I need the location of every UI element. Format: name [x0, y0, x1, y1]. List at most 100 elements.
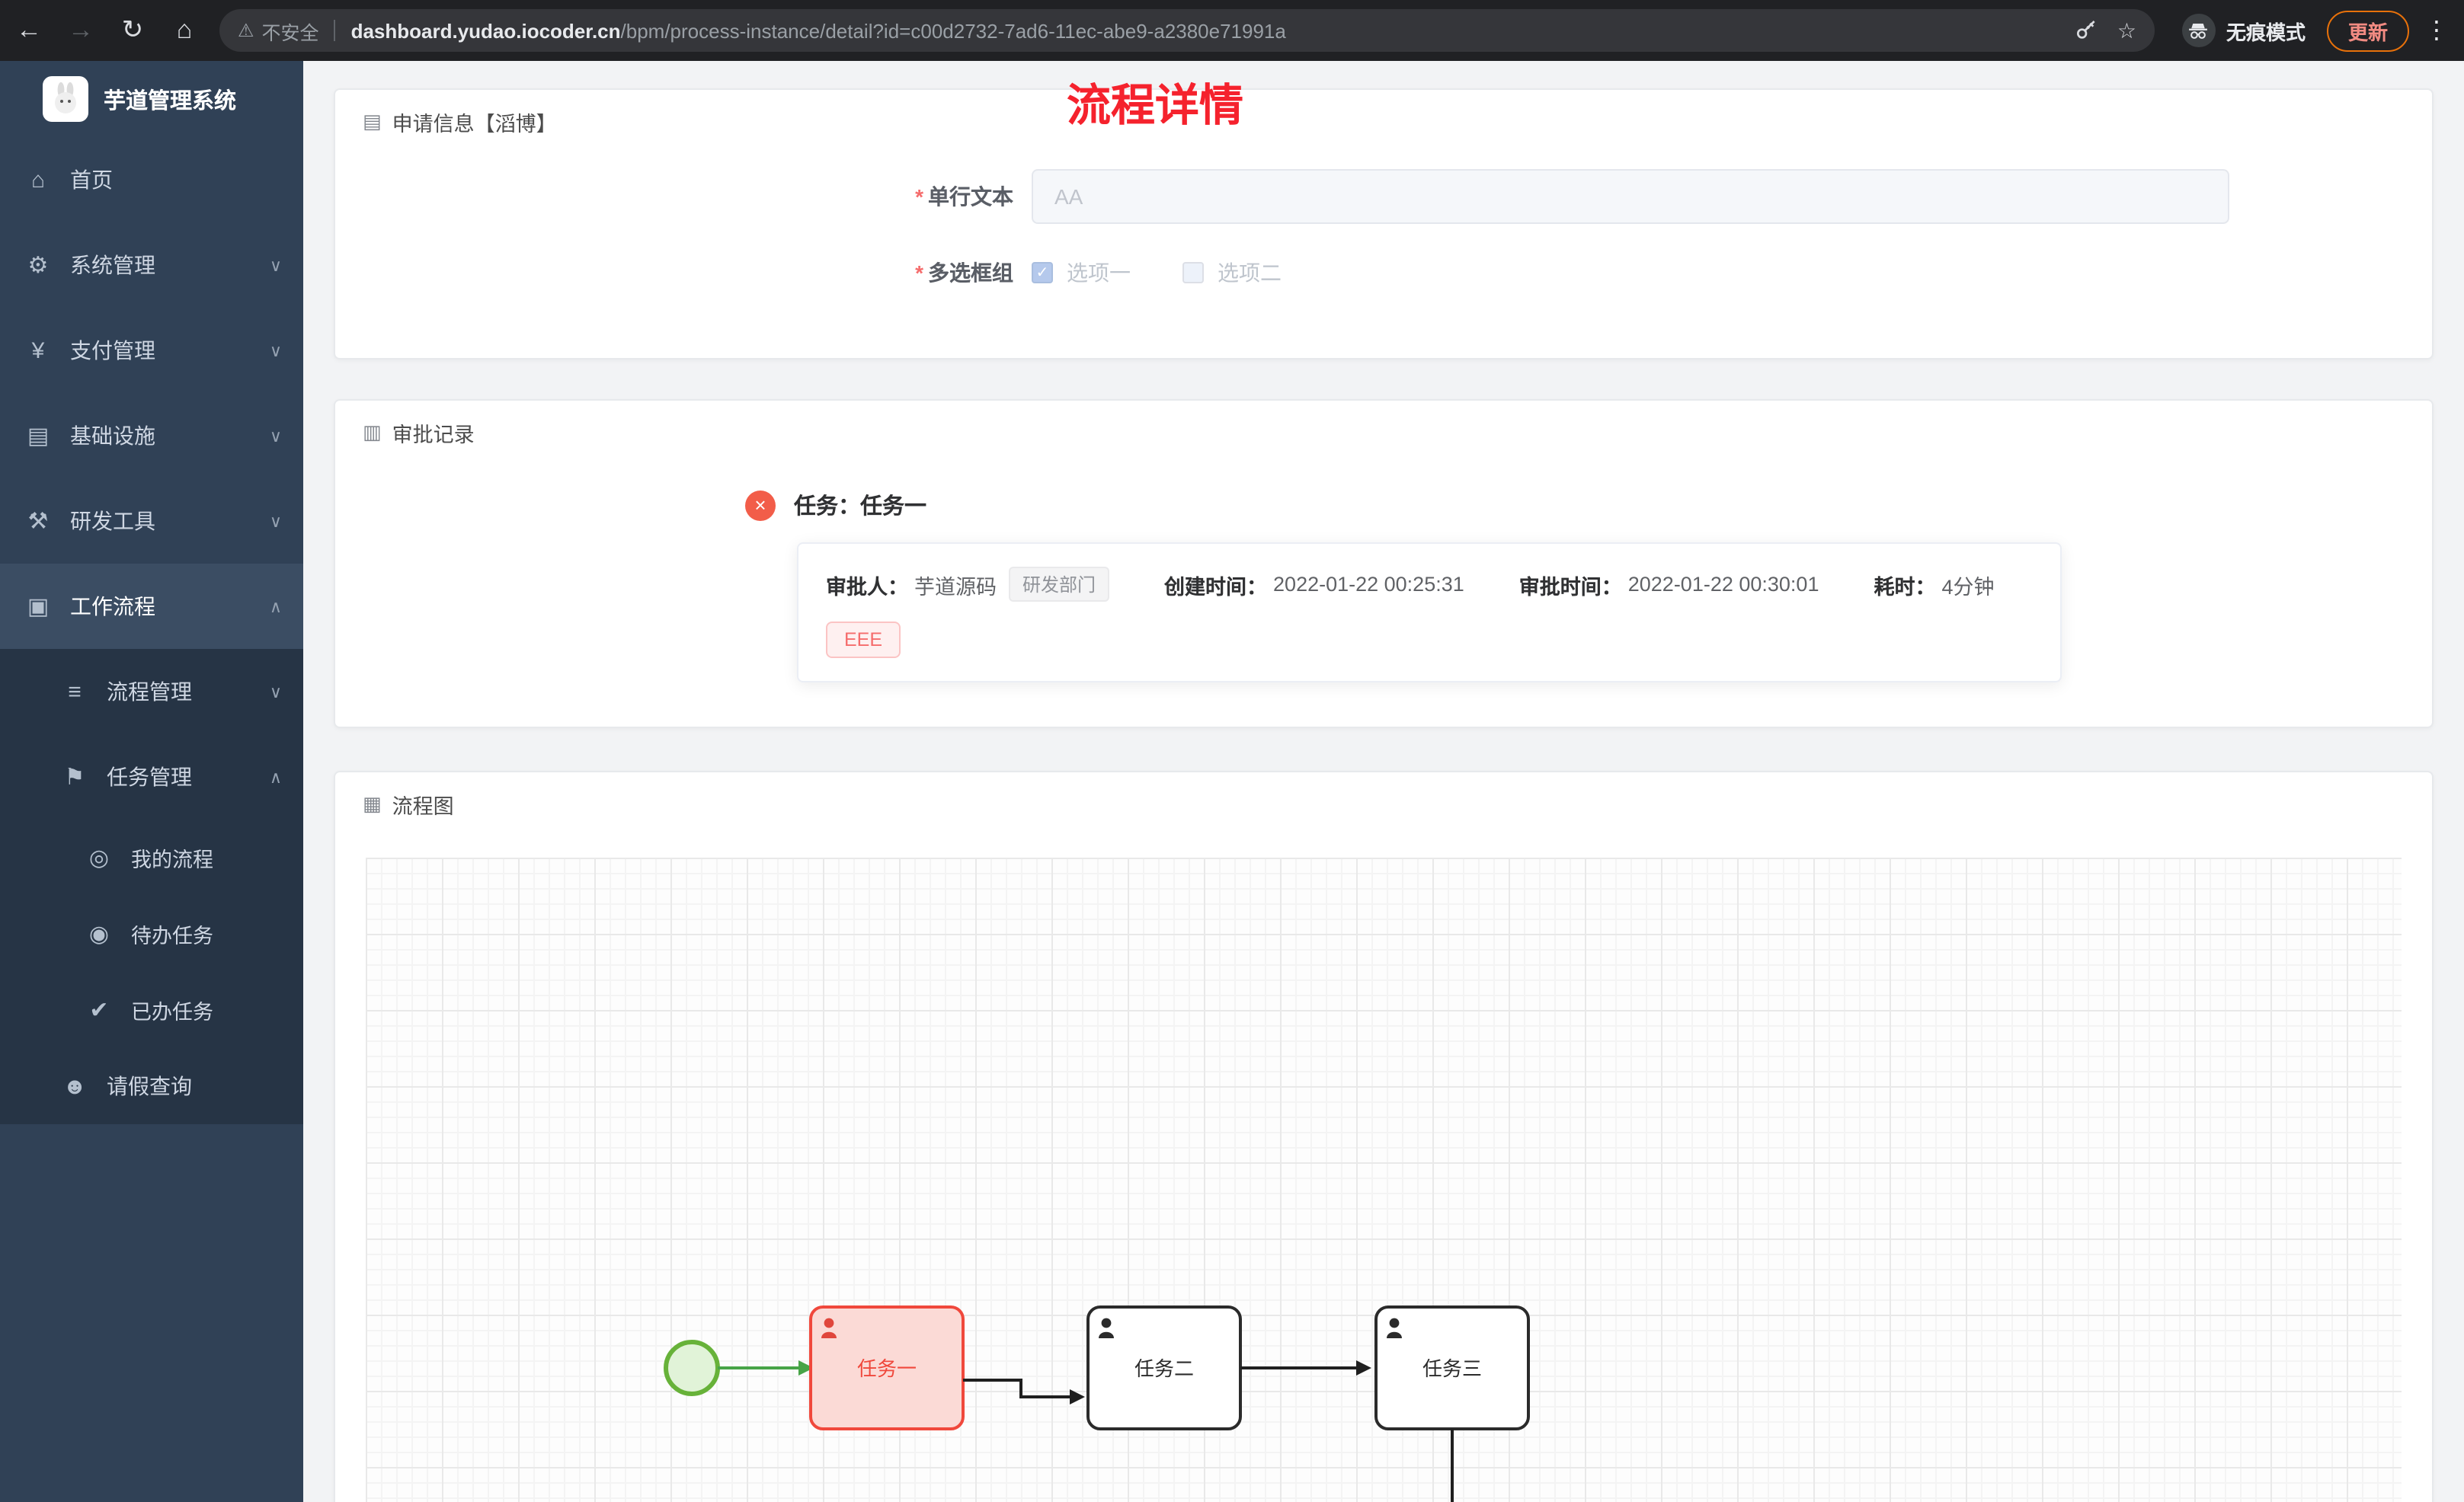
chevron-down-icon: ∨: [269, 342, 282, 360]
timeline-task-row: × 任务：任务一: [745, 489, 2432, 521]
address-bar[interactable]: ⚠ 不安全 dashboard.yudao.iocoder.cn /bpm/pr…: [219, 9, 2155, 52]
home-icon[interactable]: ⌂: [176, 15, 193, 44]
arrowhead-icon: [1070, 1389, 1085, 1405]
sidebar-item-label: 请假查询: [107, 1074, 192, 1098]
sidebar-item-infra[interactable]: ▤ 基础设施 ∨: [0, 393, 303, 478]
incognito-icon: [2181, 14, 2216, 47]
approval-record-header: ▥ 审批记录: [335, 401, 2432, 455]
chevron-down-icon: ∨: [269, 683, 282, 701]
process-icon: ◎: [88, 845, 110, 871]
security-warning-icon: ⚠: [238, 20, 254, 41]
sidebar-item-label: 研发工具: [70, 509, 155, 533]
user-task-icon: [1099, 1318, 1114, 1338]
task-title: 任务：任务一: [794, 495, 926, 519]
page-title: 流程详情: [1066, 82, 1243, 131]
sidebar-item-label: 待办任务: [131, 925, 213, 948]
sidebar-item-system[interactable]: ⚙ 系统管理 ∨: [0, 222, 303, 308]
sidebar-item-workflow[interactable]: ▣ 工作流程 ∧: [0, 564, 303, 649]
form-item-checkbox-group: *多选框组 ✓ 选项一 选项二: [335, 257, 2432, 288]
chevron-down-icon: ∨: [269, 427, 282, 446]
update-button[interactable]: 更新: [2326, 10, 2409, 51]
chevron-down-icon: ∨: [269, 513, 282, 531]
incognito-badge: 无痕模式: [2181, 14, 2306, 47]
checkbox-group-label: *多选框组: [335, 257, 1013, 288]
sidebar-item-devtools[interactable]: ⚒ 研发工具 ∨: [0, 478, 303, 564]
checkbox-option-1[interactable]: ✓ 选项一: [1032, 257, 1131, 288]
arrowhead-icon: [1356, 1360, 1371, 1376]
process-diagram-header: ▦ 流程图: [335, 772, 2432, 827]
bpmn-diagram: 任务一 任务二: [664, 1305, 1530, 1502]
application-info-title: 申请信息【滔博】: [392, 113, 557, 136]
app-title: 芋道管理系统: [104, 89, 236, 113]
sidebar-item-label: 首页: [70, 168, 113, 192]
approved-label: 审批时间：: [1518, 575, 1622, 598]
form-item-text: *单行文本: [335, 169, 2432, 224]
omnibox-divider: [334, 20, 336, 41]
sidebar-item-process-mgmt[interactable]: ≡ 流程管理 ∨: [0, 649, 303, 734]
key-icon[interactable]: [2075, 18, 2099, 43]
task3-label: 任务三: [1422, 1357, 1482, 1380]
user-task-icon: [821, 1318, 837, 1338]
sidebar-item-label: 系统管理: [70, 253, 155, 277]
approval-detail-row: 审批人： 芋道源码 研发部门 创建时间： 2022-01-22 00:25:31…: [826, 567, 2033, 602]
chevron-down-icon: ∨: [269, 257, 282, 275]
checkbox-checked-icon[interactable]: ✓: [1032, 262, 1053, 283]
briefcase-icon: ▣: [27, 594, 50, 620]
sidebar-item-label: 我的流程: [131, 848, 213, 871]
gear-icon: ⚙: [27, 253, 49, 279]
process-diagram-title: 流程图: [392, 795, 454, 818]
security-label[interactable]: 不安全: [261, 22, 319, 43]
document-icon: ▤: [363, 110, 382, 133]
arrowhead-green-icon: [798, 1360, 814, 1376]
application-info-card: ▤ 申请信息【滔博】 *单行文本 *多选框组 ✓ 选项一 选项: [334, 88, 2434, 360]
monitor-icon: ▤: [27, 423, 50, 449]
approval-timeline: × 任务：任务一 审批人： 芋道源码 研发部门 创建时间： 2022-01-22…: [335, 455, 2432, 682]
sidebar-item-payment[interactable]: ¥ 支付管理 ∨: [0, 308, 303, 393]
bookmark-star-icon[interactable]: ☆: [2117, 18, 2136, 42]
sidebar-item-label: 基础设施: [70, 423, 155, 448]
main-content: 流程详情 ▤ 申请信息【滔博】 *单行文本 *多选框组 ✓ 选项一: [303, 61, 2464, 1502]
person-icon: ☻: [62, 1073, 87, 1099]
duration-label: 耗时：: [1874, 575, 1936, 598]
approval-comment-tag: EEE: [826, 622, 901, 658]
flow-task1-to-task2: [963, 1379, 1070, 1398]
approver-label: 审批人：: [826, 575, 908, 598]
browser-menu-icon[interactable]: ⋮: [2424, 18, 2449, 44]
sidebar-item-home[interactable]: ⌂ 首页: [0, 137, 303, 222]
bpmn-canvas[interactable]: 任务一 任务二: [366, 858, 2402, 1502]
approval-record-card: ▥ 审批记录 × 任务：任务一 审批人： 芋道源码 研发部门 创建时间： 202…: [334, 399, 2434, 728]
reload-icon[interactable]: ↻: [121, 15, 144, 44]
chevron-up-icon: ∧: [269, 598, 282, 616]
sidebar-item-label: 已办任务: [131, 1001, 213, 1024]
url-domain: dashboard.yudao.iocoder.cn: [350, 19, 621, 42]
rejected-status-icon: ×: [745, 490, 776, 520]
checkbox-option-2[interactable]: 选项二: [1182, 257, 1282, 288]
flag-icon: ⚑: [64, 765, 85, 791]
yen-icon: ¥: [31, 337, 45, 363]
sidebar-item-todo-task[interactable]: ◉ 待办任务: [0, 896, 303, 972]
app-logo[interactable]: 芋道管理系统: [0, 61, 303, 137]
single-line-text-input[interactable]: [1032, 169, 2229, 224]
tools-icon: ⚒: [27, 509, 49, 535]
required-star: *: [915, 184, 923, 209]
start-event-node[interactable]: [664, 1340, 720, 1396]
department-tag: 研发部门: [1009, 567, 1110, 602]
user-task-icon: [1387, 1318, 1402, 1338]
sidebar-item-done-task[interactable]: ✔ 已办任务: [0, 972, 303, 1048]
required-star: *: [915, 260, 923, 285]
checkbox-unchecked-icon[interactable]: [1182, 262, 1204, 283]
sidebar-item-label: 流程管理: [107, 679, 192, 704]
task2-label: 任务二: [1134, 1357, 1194, 1380]
task1-node[interactable]: [809, 1305, 965, 1430]
browser-toolbar: ← → ↻ ⌂ ⚠ 不安全 dashboard.yudao.iocoder.cn…: [0, 0, 2464, 61]
sidebar-item-my-process[interactable]: ◎ 我的流程: [0, 820, 303, 896]
back-icon[interactable]: ←: [16, 15, 42, 44]
url-path: /bpm/process-instance/detail?id=c00d2732…: [620, 19, 1286, 42]
check-icon: ✔: [89, 998, 109, 1024]
sidebar-item-leave-query[interactable]: ☻ 请假查询: [0, 1048, 303, 1124]
incognito-label: 无痕模式: [2226, 21, 2306, 43]
sidebar-item-task-mgmt[interactable]: ⚑ 任务管理 ∧: [0, 734, 303, 820]
forward-icon[interactable]: →: [68, 15, 94, 44]
approval-detail-card: 审批人： 芋道源码 研发部门 创建时间： 2022-01-22 00:25:31…: [797, 542, 2062, 682]
